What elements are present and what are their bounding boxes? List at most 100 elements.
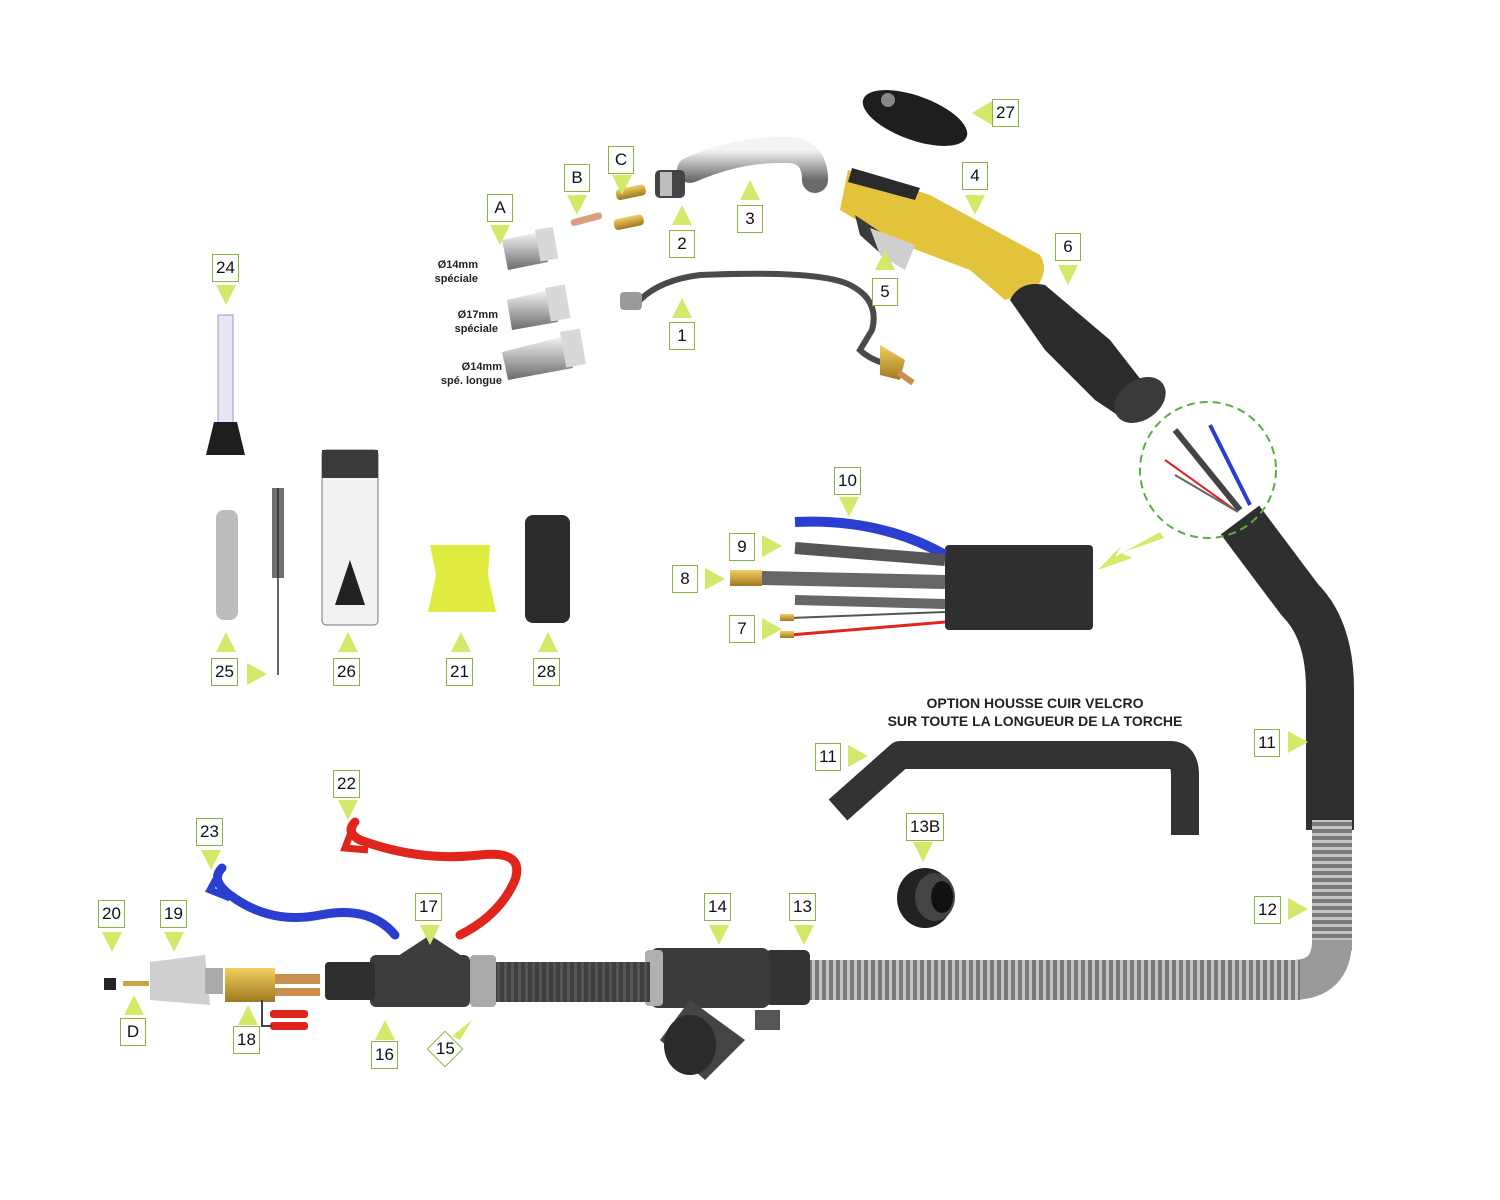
arrow-3	[740, 180, 760, 200]
part-label-2: 2	[669, 230, 695, 258]
handle-cap	[862, 90, 968, 146]
arrow-10	[839, 497, 859, 517]
arrow-4	[965, 195, 985, 215]
part-label-17: 17	[415, 893, 442, 921]
arrow-2	[672, 205, 692, 225]
part-label-24: 24	[212, 254, 239, 282]
arrow-D	[124, 995, 144, 1015]
part-label-20: 20	[98, 900, 125, 928]
guide-pin	[123, 981, 149, 986]
arrow-11b	[848, 745, 868, 767]
part-label-12: 12	[1254, 896, 1281, 924]
part-label-23: 23	[196, 818, 223, 846]
arrow-24	[216, 285, 236, 305]
leather-hose-cover	[1220, 505, 1354, 830]
arrow-23	[201, 850, 221, 870]
arrow-28	[538, 632, 558, 652]
part-label-8: 8	[672, 565, 698, 593]
part-label-11-right: 11	[1254, 729, 1280, 757]
arrow-A	[490, 225, 510, 245]
blue-gas-hose	[213, 863, 400, 940]
part-label-6: 6	[1055, 233, 1081, 261]
part-label-15-text: 15	[435, 1039, 455, 1059]
part-label-C: C	[608, 146, 634, 174]
part-label-21: 21	[446, 658, 473, 686]
arrow-5	[875, 250, 895, 270]
arrow-C	[612, 175, 632, 195]
arrow-20	[102, 932, 122, 952]
red-coolant-hose	[346, 817, 522, 940]
arrow-16	[375, 1020, 395, 1040]
arrow-6	[1058, 265, 1078, 285]
arrow-11a	[1288, 731, 1308, 753]
gauge-tool	[206, 314, 245, 455]
option-leather-cover-text: OPTION HOUSSE CUIR VELCRO SUR TOUTE LA L…	[887, 695, 1183, 729]
arrow-13b	[913, 842, 933, 862]
part-label-9: 9	[729, 533, 755, 561]
handle-boot	[1010, 284, 1145, 420]
main-hose	[800, 505, 1354, 1000]
part-label-26: 26	[333, 658, 360, 686]
circle-cables	[1164, 424, 1252, 513]
arrow-15	[452, 1020, 472, 1040]
part-label-3: 3	[737, 205, 763, 233]
part-label-14: 14	[704, 893, 731, 921]
arrow-27	[972, 101, 992, 125]
end-cap	[104, 978, 116, 990]
pointer-arrows	[102, 101, 1308, 1040]
cable-bundle-detail	[730, 516, 1093, 638]
part-label-25: 25	[211, 658, 238, 686]
brass-connector	[225, 968, 320, 1030]
part-label-22: 22	[333, 770, 360, 798]
arrow-12	[1288, 898, 1308, 920]
part-label-13: 13	[789, 893, 816, 921]
corrugated-hose-vertical	[1312, 820, 1352, 950]
part-label-10: 10	[834, 467, 861, 495]
part-label-D: D	[120, 1018, 146, 1046]
part-label-5: 5	[872, 278, 898, 306]
part-label-18: 18	[233, 1026, 260, 1054]
anti-spatter-cylinder	[321, 449, 379, 626]
part-label-A: A	[487, 194, 513, 222]
arrow-19	[164, 932, 184, 952]
contact-tip	[570, 212, 603, 227]
arrow-7	[762, 618, 782, 640]
nozzles	[502, 226, 586, 380]
yellow-sleeve	[428, 545, 496, 612]
arrow-25	[216, 632, 236, 652]
corrugated-hose-horizontal	[800, 960, 1300, 1000]
part-label-B: B	[564, 164, 590, 192]
arrow-17	[420, 925, 440, 945]
arrow-21	[451, 632, 471, 652]
part-label-4: 4	[962, 162, 988, 190]
spanner-key	[216, 510, 238, 620]
leather-cover-option	[828, 741, 1199, 835]
liner	[637, 270, 891, 368]
part-label-11-option: 11	[815, 743, 841, 771]
part-label-28: 28	[533, 658, 560, 686]
arrow-26	[338, 632, 358, 652]
rear-nut	[150, 955, 210, 1005]
grommet-13b	[897, 868, 955, 928]
part-label-1: 1	[669, 322, 695, 350]
part-label-16: 16	[371, 1041, 398, 1069]
swan-neck	[677, 136, 828, 193]
part-label-13b: 13B	[906, 813, 945, 841]
part-label-7: 7	[729, 615, 755, 643]
arrow-13	[794, 925, 814, 945]
detail-circle	[1139, 401, 1277, 539]
rear-connector	[325, 935, 496, 1007]
torch-handle	[840, 168, 1044, 300]
central-connector	[645, 948, 810, 1080]
part-label-19: 19	[160, 900, 187, 928]
arrow-18	[238, 1005, 258, 1025]
arrow-1	[672, 298, 692, 318]
black-adaptor	[525, 515, 570, 623]
arrow-22	[338, 800, 358, 820]
arrow-14	[709, 925, 729, 945]
part-label-27: 27	[992, 99, 1019, 127]
